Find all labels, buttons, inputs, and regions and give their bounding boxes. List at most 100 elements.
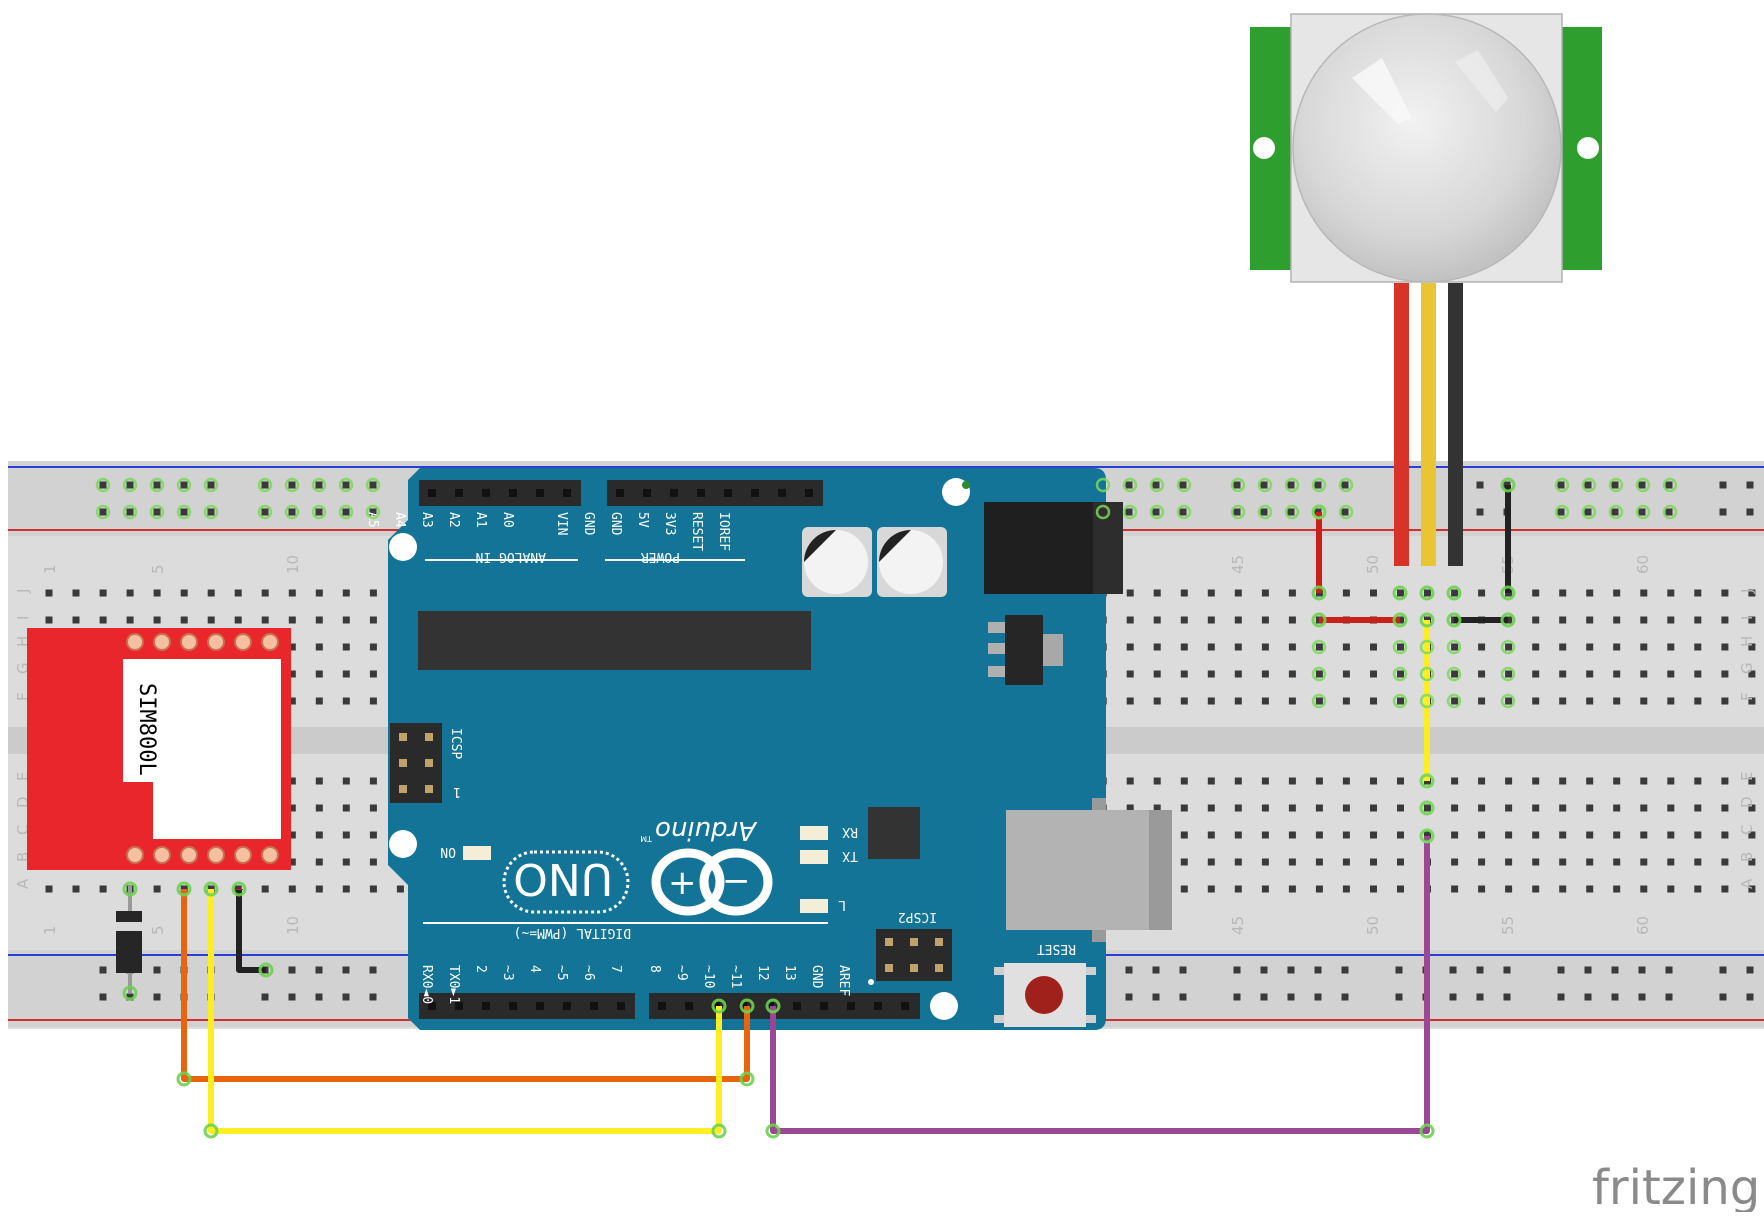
pir-sensor[interactable] (1250, 13, 1602, 566)
rail-hole (1719, 993, 1727, 1001)
breadboard-hole (1478, 777, 1486, 785)
breadboard-hole (1424, 831, 1431, 839)
rail-hole (315, 966, 323, 974)
arduino-tm: TM (640, 834, 653, 843)
rail-hole (1260, 993, 1268, 1001)
active-hole (203, 477, 219, 493)
header-pin (509, 1002, 517, 1010)
breadboard-hole (1288, 589, 1296, 597)
breadboard-hole (1342, 589, 1350, 597)
pin-label: TX0►1 (446, 965, 461, 1004)
connection-point (1311, 612, 1327, 628)
breadboard-hole (1532, 885, 1540, 893)
breadboard-hole (1748, 804, 1756, 812)
breadboard-hole (315, 643, 323, 651)
rail-hole (1341, 966, 1349, 974)
rail-hole (1611, 481, 1619, 489)
breadboard-hole (99, 885, 107, 893)
pin-label: GND (608, 512, 623, 536)
breadboard-hole (1261, 804, 1269, 812)
breadboard-hole (1586, 643, 1594, 651)
arduino-uno[interactable]: A0 A1 A2 A3 A4 A5 ANALOG IN IOREF RESET … (365, 468, 1172, 1030)
breadboard-hole (1207, 777, 1215, 785)
breadboard-hole (1180, 589, 1188, 597)
rail-hole (207, 508, 215, 516)
rail-hole (99, 508, 107, 516)
wire-orange[interactable] (181, 889, 750, 1082)
reset-button[interactable] (1025, 976, 1063, 1014)
rail-hole (1638, 508, 1646, 516)
active-hole (1419, 773, 1435, 789)
capacitor (802, 527, 872, 597)
sim800l-pin (180, 846, 198, 864)
rail-hole (1638, 481, 1646, 489)
active-hole (1500, 693, 1516, 709)
breadboard-hole (1261, 858, 1269, 866)
rail-hole (1638, 966, 1646, 974)
mount-hole (930, 992, 958, 1020)
breadboard-hole (1640, 858, 1648, 866)
breadboard-hole (1532, 777, 1540, 785)
breadboard-hole (1288, 885, 1296, 893)
breadboard-hole (315, 858, 323, 866)
breadboard-hole (1288, 831, 1296, 839)
breadboard-hole (1586, 777, 1594, 785)
active-hole (1662, 504, 1678, 520)
rail-hole (1476, 508, 1484, 516)
digital-label: DIGITAL (PWM=~) (514, 925, 631, 940)
l-led (800, 899, 828, 913)
breadboard-hole (1397, 589, 1404, 597)
breadboard-hole (234, 589, 242, 597)
capacitor-stripe (804, 530, 868, 562)
connection-point (203, 1123, 219, 1139)
rail-hole (1584, 508, 1592, 516)
header-pin (847, 1002, 855, 1010)
breadboard-hole (1315, 885, 1323, 893)
active-hole (176, 477, 192, 493)
dc-power-jack[interactable] (984, 502, 1110, 594)
breadboard-hole (1288, 616, 1296, 624)
col-num: 45 (1229, 555, 1247, 574)
breadboard-hole (1153, 697, 1161, 705)
breadboard-hole (153, 616, 161, 624)
breadboard-hole (1342, 697, 1350, 705)
row-letter: J (1738, 589, 1756, 594)
rail-hole (1746, 966, 1754, 974)
rail-hole (1611, 993, 1619, 1001)
breadboard-hole (1207, 858, 1215, 866)
capacitor-stripe (879, 530, 943, 562)
row-letter: A (1738, 878, 1756, 889)
wire-yellow-sim[interactable] (208, 889, 722, 1134)
wire-black-sim[interactable] (236, 889, 266, 973)
breadboard-hole (1559, 885, 1567, 893)
breadboard-hole (1559, 697, 1567, 705)
breadboard-hole (1451, 643, 1459, 651)
breadboard-hole (1261, 831, 1269, 839)
sim800l-pin (261, 846, 279, 864)
breadboard-hole (288, 589, 296, 597)
rail-hole (315, 481, 323, 489)
active-hole (1419, 639, 1435, 655)
breadboard-hole (261, 885, 269, 893)
breadboard-hole (72, 616, 80, 624)
breadboard-hole (126, 616, 134, 624)
breadboard-hole (1342, 831, 1350, 839)
fritzing-watermark: fritzing (1592, 1160, 1760, 1212)
diode[interactable] (116, 886, 142, 993)
breadboard-hole (1288, 670, 1296, 678)
pin-label: ~3 (500, 965, 515, 981)
analog-header (419, 480, 581, 506)
icsp-label: ICSP (448, 728, 463, 759)
breadboard-hole (180, 589, 188, 597)
connection-point (231, 881, 247, 897)
regulator-tab (1043, 634, 1063, 666)
sim800l-module[interactable]: SIM800L (27, 628, 291, 870)
on-label-group: ON (440, 844, 456, 859)
logo-ring-left (651, 848, 725, 916)
breadboard-hole (1180, 643, 1188, 651)
sim800l-pin (261, 633, 279, 651)
connection-point (1500, 585, 1516, 601)
usb-port[interactable] (1006, 810, 1172, 930)
wire-purple[interactable] (770, 836, 1430, 1134)
rail-hole (1584, 966, 1592, 974)
